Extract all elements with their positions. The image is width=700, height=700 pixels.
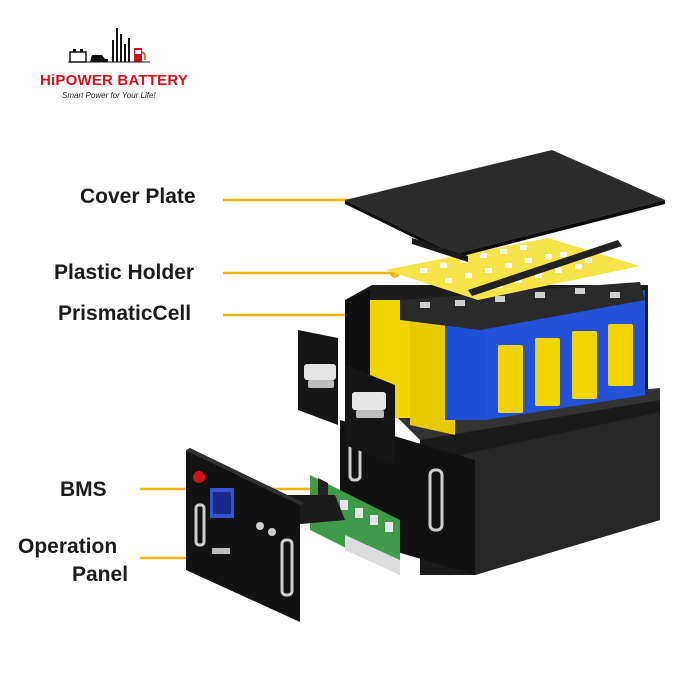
skyline-icon: [68, 28, 150, 63]
side-brackets: [298, 330, 395, 465]
brand-name: HiPOWER BATTERY: [40, 72, 188, 89]
brand-logo: [40, 22, 190, 102]
label-bms: BMS: [60, 478, 107, 501]
prismatic-cells: [370, 282, 645, 435]
label-operation-panel-line1: Operation: [18, 535, 118, 558]
label-cover-plate: Cover Plate: [80, 185, 196, 208]
cover-plate: [345, 150, 665, 262]
label-operation-panel-line2: Panel: [72, 563, 129, 586]
plastic-holder: [385, 238, 640, 300]
brand-tagline: Smart Power for Your Life!: [62, 91, 156, 100]
label-prismatic-cell: PrismaticCell: [58, 302, 192, 325]
operation-panel: [186, 448, 304, 622]
label-plastic-holder: Plastic Holder: [54, 261, 195, 284]
